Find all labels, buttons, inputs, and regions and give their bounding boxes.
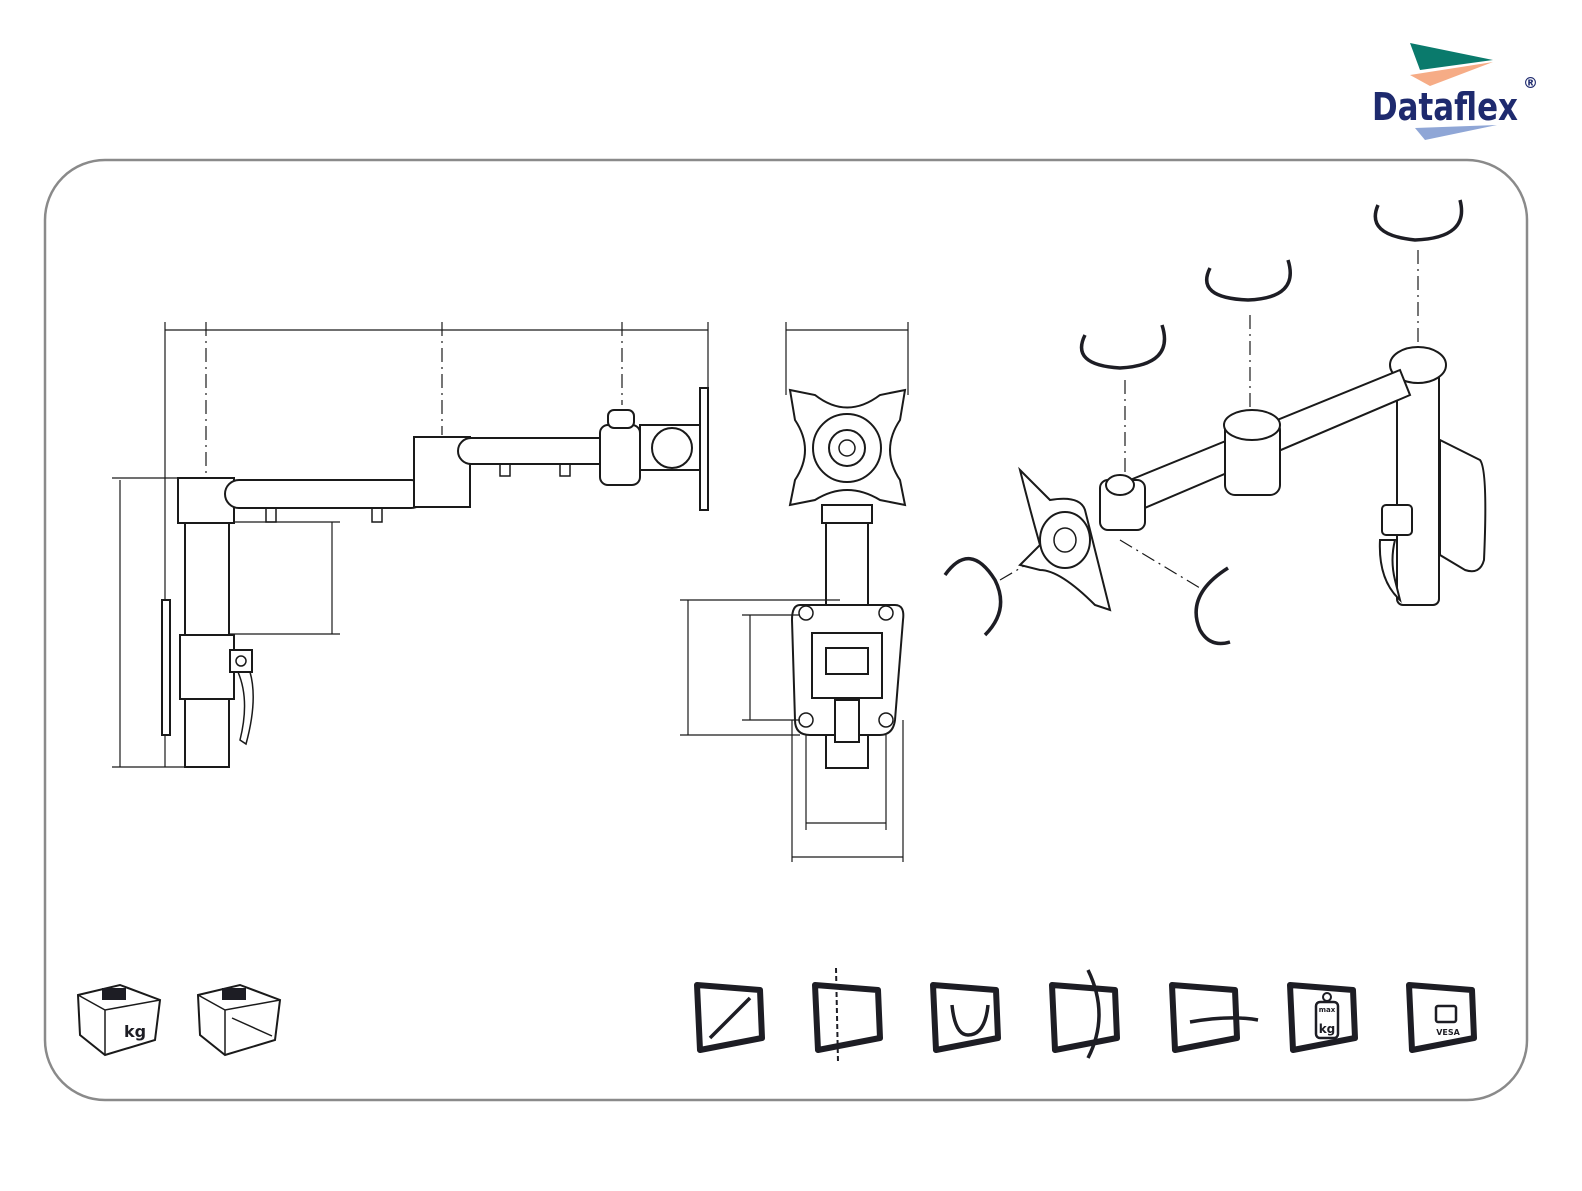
rotate-icon [1169,982,1259,1053]
dataflex-logo: Dataflex ® [1372,43,1538,140]
side-view-drawing [112,322,709,768]
registered-mark: ® [1523,74,1538,92]
vesa-icon: VESA [1406,982,1477,1053]
vesa-label: VESA [1436,1028,1460,1037]
logo-wordmark: Dataflex [1372,85,1518,129]
tilt-icon [930,982,1001,1053]
front-view-drawing [680,322,909,862]
swivel-icon [1049,969,1120,1059]
package-weight-label: kg [124,1022,146,1041]
max-weight-icon: max kg [1287,982,1358,1053]
max-weight-label-bottom: kg [1319,1022,1336,1036]
screen-size-icon [694,982,765,1053]
logo-stripe-teal [1410,43,1493,70]
content-frame [43,158,1529,1102]
height-adjust-icon [812,967,883,1063]
package-dimensions-icon [196,983,282,1057]
logo-stripe-peach [1410,62,1493,86]
package-weight-icon: kg [76,983,162,1057]
perspective-view-drawing [943,199,1487,646]
logo-stripe-blue [1415,125,1497,140]
max-weight-label-top: max [1319,1006,1336,1014]
